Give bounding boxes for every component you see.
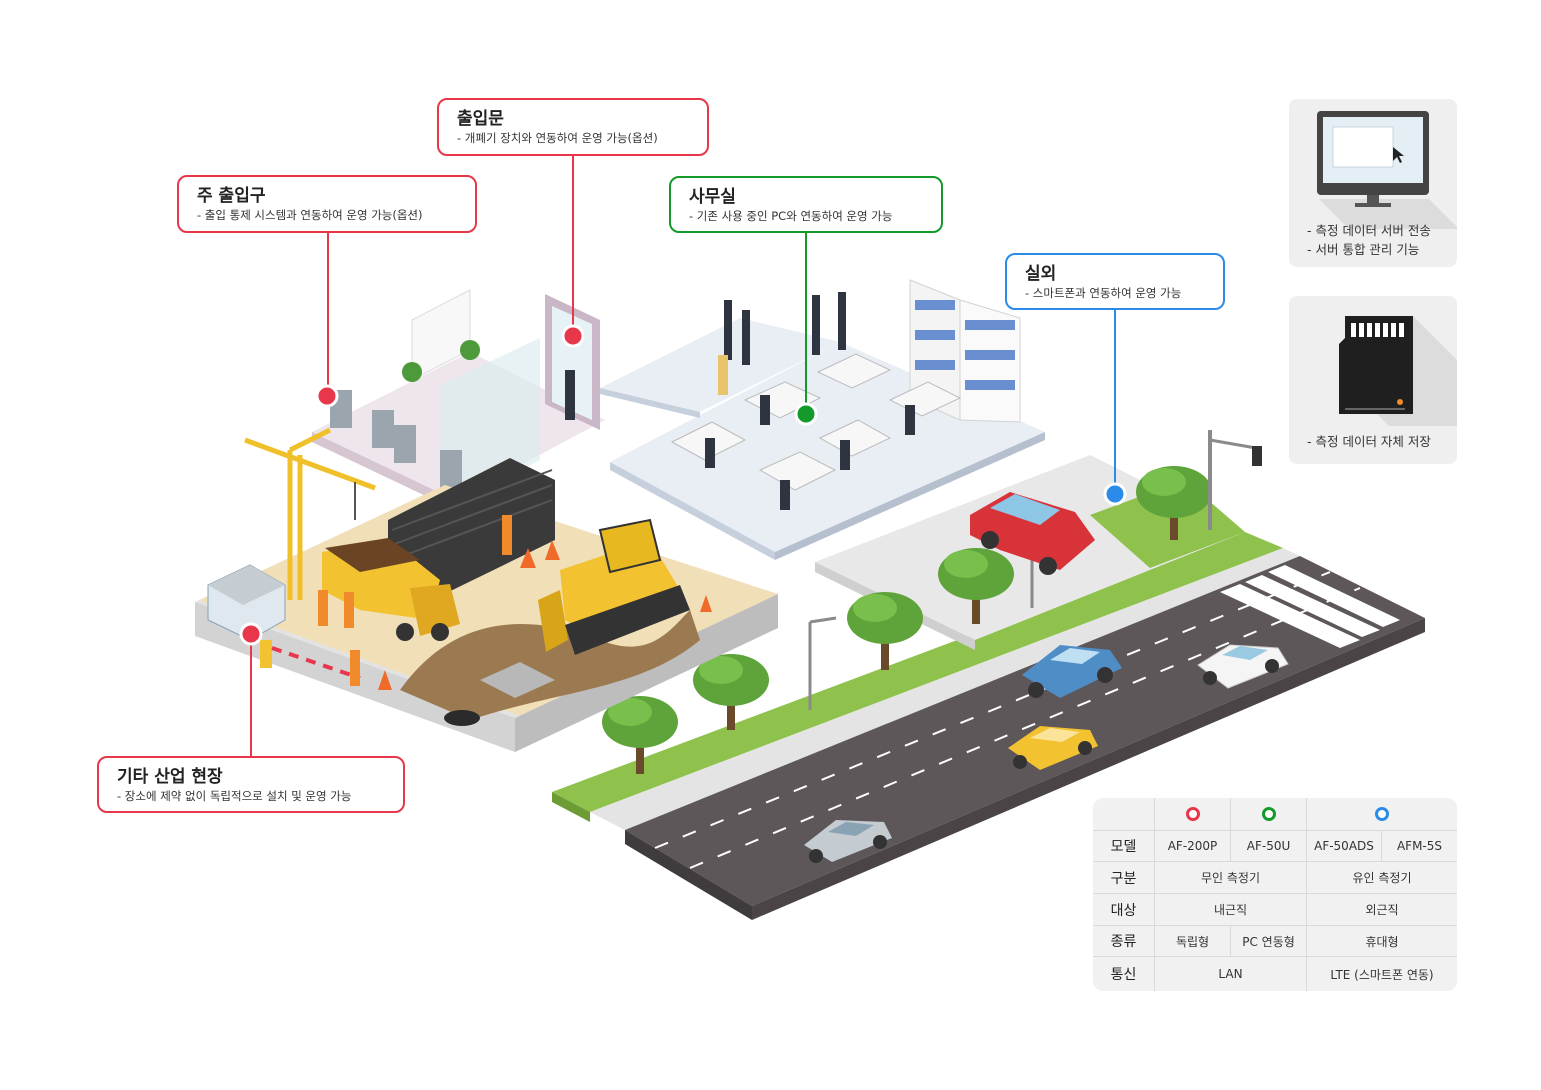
row-header: 통신 (1110, 967, 1137, 983)
table-row: 구분 무인 측정기 유인 측정기 (1093, 862, 1457, 894)
callout-desc: - 기존 사용 중인 PC와 연동하여 운영 가능 (689, 209, 893, 223)
sdcard-panel: - 측정 데이터 자체 저장 (1289, 296, 1457, 464)
callout-industrial: 기타 산업 현장 - 장소에 제약 없이 독립적으로 설치 및 운영 가능 (97, 756, 405, 813)
table-cell: 외근직 (1306, 894, 1457, 926)
monitor-icon (1317, 111, 1457, 229)
row-header: 구분 (1093, 862, 1154, 894)
red-suv (970, 492, 1095, 575)
location-markers (239, 324, 1127, 646)
tree (938, 548, 1014, 624)
callout-title: 주 출입구 (197, 186, 266, 206)
marker-industrial (239, 622, 263, 646)
tree (847, 592, 923, 670)
table-cell: AFM-5S (1381, 831, 1457, 862)
marker-outdoor (1103, 482, 1127, 506)
table-row: 통신 LAN LTE (스마트폰 연동) (1093, 957, 1457, 991)
marker-gate (561, 324, 585, 348)
table-cell: 내근직 (1154, 894, 1306, 926)
server-line-1: - 측정 데이터 서버 전송 (1307, 223, 1431, 238)
table-row (1093, 798, 1457, 831)
callout-title: 실외 (1025, 264, 1057, 284)
table-cell: 유인 측정기 (1306, 862, 1457, 894)
row-header: 대상 (1093, 894, 1154, 926)
yellow-taxi (1008, 726, 1098, 770)
legend-dot-red (1154, 798, 1230, 831)
callout-desc: - 출입 통제 시스템과 연동하여 운영 가능(옵션) (197, 208, 423, 222)
table-row: 대상 내근직 외근직 (1093, 894, 1457, 926)
spec-table: 모델 AF-200P AF-50U AF-50ADS AFM-5S 구분 무인 … (1093, 798, 1457, 991)
office-area (600, 279, 1045, 560)
entrance-area (312, 289, 605, 512)
table-cell: AF-50ADS (1306, 831, 1381, 862)
sd-card-icon (1339, 316, 1457, 426)
table-cell: AF-200P (1154, 831, 1230, 862)
table-cell: 독립형 (1154, 926, 1230, 957)
blue-car (1022, 645, 1122, 698)
tree (1136, 466, 1212, 540)
row-header: 종류 (1093, 926, 1154, 957)
legend-dot-green (1230, 798, 1306, 831)
table-cell: 휴대형 (1306, 926, 1457, 957)
callout-office: 사무실 - 기존 사용 중인 PC와 연동하여 운영 가능 (669, 176, 943, 233)
table-cell: LAN (1154, 957, 1306, 991)
white-car (1197, 644, 1289, 689)
callout-desc: - 개폐기 장치와 연동하여 운영 가능(옵션) (457, 131, 658, 145)
callout-main-entrance: 주 출입구 - 출입 통제 시스템과 연동하여 운영 가능(옵션) (177, 175, 477, 233)
sdcard-line-1: - 측정 데이터 자체 저장 (1307, 434, 1431, 449)
dot-blue-icon (1375, 807, 1389, 822)
callout-desc: - 스마트폰과 연동하여 운영 가능 (1025, 286, 1182, 300)
callout-outdoor: 실외 - 스마트폰과 연동하여 운영 가능 (1005, 253, 1225, 310)
table-row: 모델 AF-200P AF-50U AF-50ADS AFM-5S (1093, 831, 1457, 862)
callout-desc: - 장소에 제약 없이 독립적으로 설치 및 운영 가능 (117, 789, 352, 803)
table-cell: AF-50U (1230, 831, 1306, 862)
construction-area (195, 427, 778, 752)
tree (693, 654, 769, 730)
dot-green-icon (1261, 807, 1276, 822)
callout-title: 출입문 (457, 109, 504, 129)
legend-dot-blue (1306, 798, 1457, 831)
table-cell: 무인 측정기 (1154, 862, 1306, 894)
server-line-2: - 서버 통합 관리 기능 (1307, 242, 1420, 257)
table-row: 종류 독립형 PC 연동형 휴대형 (1093, 926, 1457, 957)
dot-red-icon (1185, 807, 1200, 822)
table-corner (1093, 798, 1154, 831)
callout-gate: 출입문 - 개폐기 장치와 연동하여 운영 가능(옵션) (437, 98, 709, 156)
table-cell: PC 연동형 (1230, 926, 1306, 957)
silver-car (804, 820, 892, 863)
tree (602, 696, 678, 774)
table-cell: LTE (스마트폰 연동) (1306, 957, 1457, 991)
marker-office (794, 402, 818, 426)
row-header: 모델 (1093, 831, 1154, 862)
street-area (552, 430, 1425, 920)
callout-connectors (250, 156, 1116, 756)
callout-title: 사무실 (689, 187, 736, 207)
server-panel: - 측정 데이터 서버 전송 - 서버 통합 관리 기능 (1289, 99, 1457, 267)
callout-title: 기타 산업 현장 (117, 767, 223, 787)
marker-main-entrance (315, 384, 339, 408)
